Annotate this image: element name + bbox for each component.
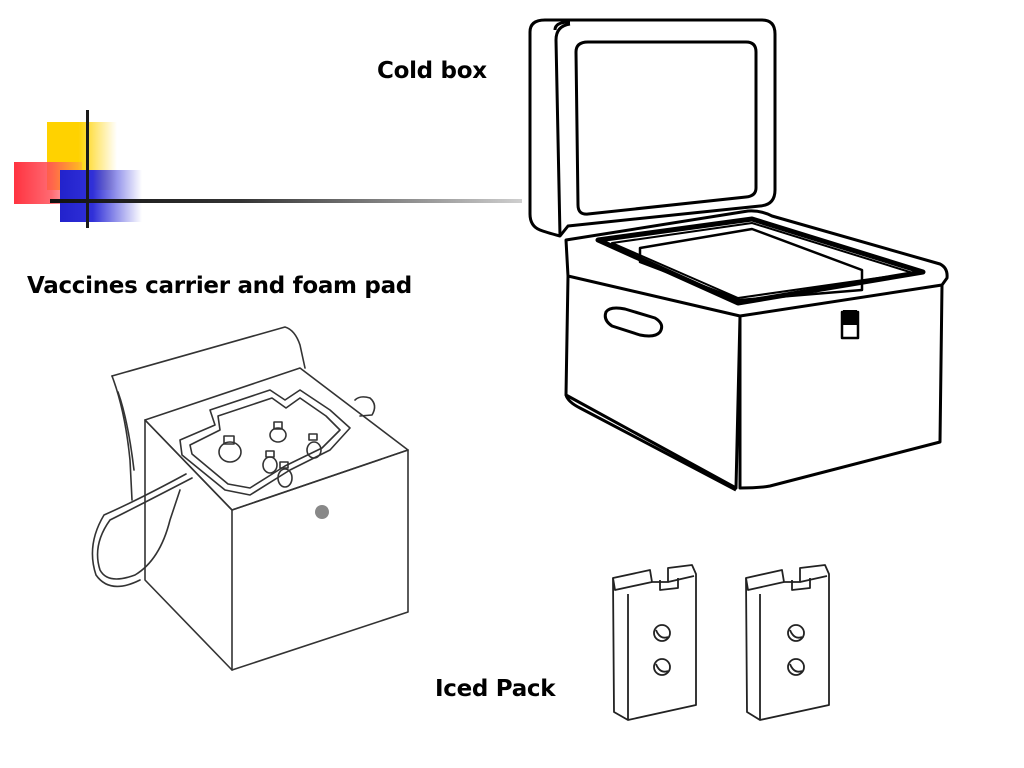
decor-blue-square — [60, 170, 142, 222]
iced-pack-label: Iced Pack — [435, 676, 556, 702]
decor-horizontal-rule — [50, 199, 522, 203]
cold-box-label: Cold box — [377, 58, 487, 84]
decor-vertical-line — [86, 110, 89, 228]
vaccines-carrier-label: Vaccines carrier and foam pad — [27, 273, 412, 299]
